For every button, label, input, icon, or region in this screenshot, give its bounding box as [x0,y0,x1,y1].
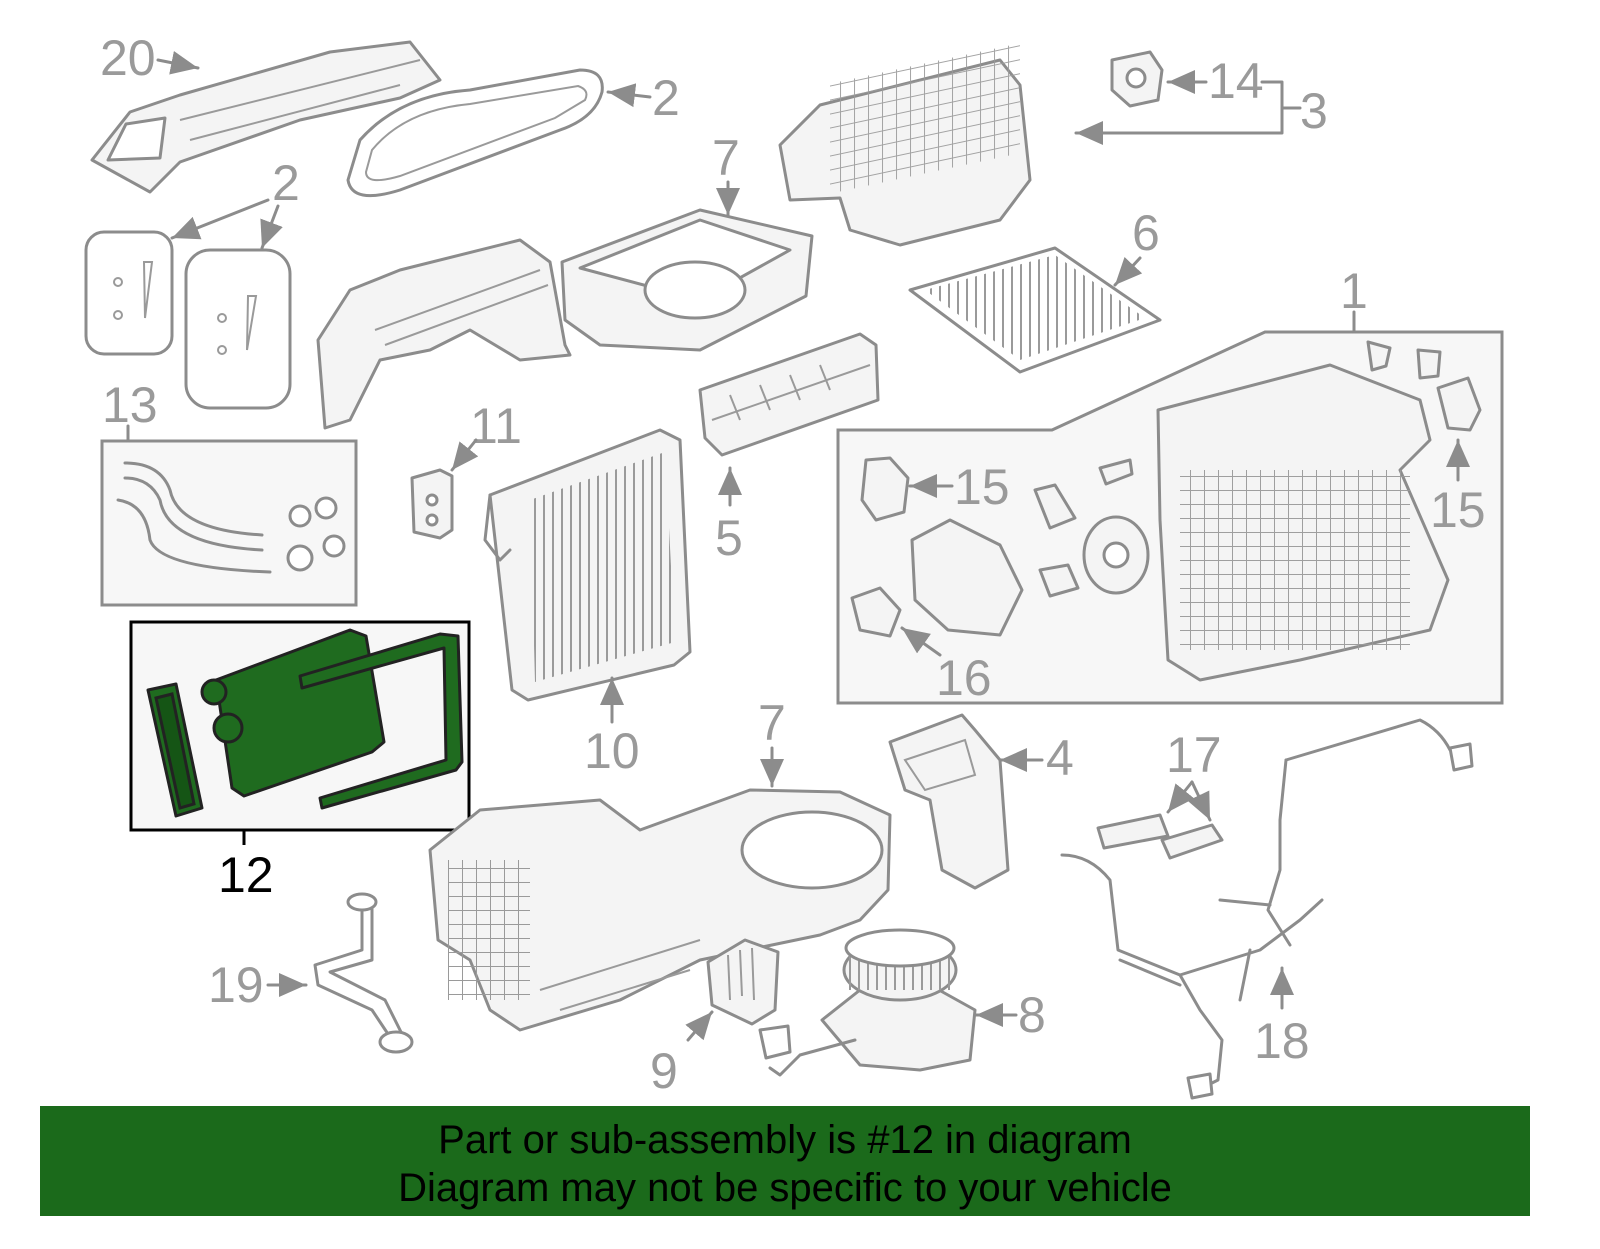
part-10-evaporator [483,428,692,702]
part-7-housing-upper [316,208,814,430]
callout-11: 11 [470,398,522,454]
callout-4: 4 [1046,730,1074,786]
part-11-valve [410,468,454,540]
part-9-resistor [706,938,780,1026]
callout-16: 16 [936,650,992,706]
part-8-blower-motor [758,928,977,1077]
callout-13: 13 [102,377,158,433]
callout-6: 6 [1132,205,1160,261]
part-18-harness [1060,718,1474,1100]
part-3-upper-case [778,43,1032,247]
callout-3: 3 [1300,83,1328,139]
callout-10: 10 [584,723,640,779]
callout-2-top: 2 [652,70,680,126]
part-19-drain-hose [313,892,414,1054]
part-12-heater-core [129,620,471,832]
callout-2-side: 2 [272,155,300,211]
callout-5: 5 [715,510,743,566]
callout-20: 20 [100,30,156,86]
callout-18: 18 [1254,1013,1310,1069]
part-17-sensors [1096,813,1224,860]
info-banner: Part or sub-assembly is #12 in diagram D… [40,1106,1530,1216]
callout-19: 19 [208,957,264,1013]
banner-line-1: Part or sub-assembly is #12 in diagram [438,1118,1132,1162]
callout-1: 1 [1340,263,1368,319]
part-4-duct [888,713,1010,890]
part-13-hoses [100,439,358,607]
part-2-seal-top [346,68,604,198]
part-6-filter [908,246,1162,374]
part-1-hvac-case [836,330,1504,705]
callout-7-lower: 7 [758,695,786,751]
callout-7-upper: 7 [712,130,740,186]
part-2-seals-side [84,230,292,410]
callout-17: 17 [1166,727,1222,783]
callout-9: 9 [650,1043,678,1099]
part-5-vent [698,332,880,457]
callout-8: 8 [1018,987,1046,1043]
callout-12: 12 [218,847,274,903]
banner-line-2: Diagram may not be specific to your vehi… [398,1166,1172,1210]
callout-14: 14 [1208,53,1264,109]
callout-15-right: 15 [1430,482,1486,538]
callout-15-left: 15 [954,459,1010,515]
part-20-duct [90,40,442,194]
part-7-housing-lower [428,788,892,1032]
part-14-actuator [1110,50,1164,108]
